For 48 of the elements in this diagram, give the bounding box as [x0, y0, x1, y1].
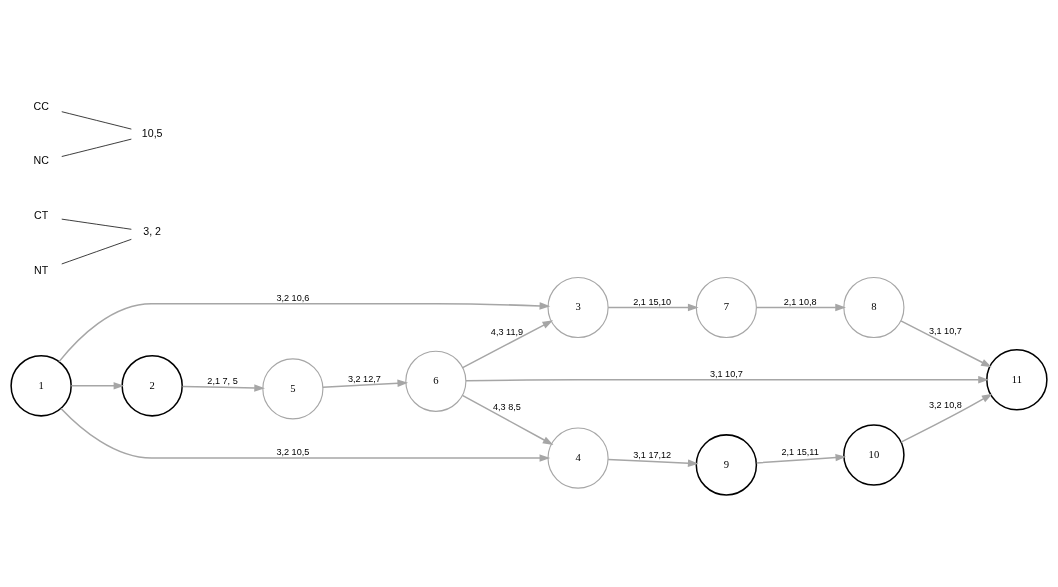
arrow	[607, 303, 699, 311]
node-text: NC	[33, 153, 49, 166]
connector	[61, 218, 132, 230]
edge-label: 4,3 8,5	[493, 401, 521, 412]
node-circle: 3	[547, 276, 609, 338]
node-text: 10,5	[141, 126, 163, 139]
node-circle: 10	[843, 423, 905, 486]
connector	[61, 110, 132, 129]
edge-label: 3,1 17,12	[633, 449, 672, 460]
arrow	[181, 383, 265, 392]
arrow	[755, 303, 846, 311]
node-circle: 4	[547, 426, 609, 489]
edge-label: 2,1 7, 5	[207, 375, 238, 386]
arrow	[60, 407, 551, 462]
node-circle: 5	[262, 357, 324, 419]
node-circle: 7	[695, 276, 757, 338]
node-text: 3, 2	[143, 224, 162, 237]
edge-label: 2,1 15,10	[633, 296, 672, 307]
edge-label: 3,2 10,6	[276, 292, 310, 303]
edge-label: 4,3 11,9	[490, 326, 524, 337]
edge-label: 3,2 10,8	[928, 399, 962, 410]
node-text: NT	[34, 263, 49, 276]
node-circle: 2	[121, 354, 183, 417]
arrow	[465, 375, 989, 383]
connector	[61, 238, 132, 264]
node-circle: 1	[10, 354, 72, 417]
arrow	[58, 301, 551, 362]
edge-label: 3,1 10,7	[928, 325, 962, 336]
node-circle: 9	[695, 433, 758, 496]
edge-label: 2,1 15,11	[781, 446, 819, 457]
arrow	[900, 393, 993, 443]
node-circle: 11	[986, 348, 1048, 411]
arrow	[322, 379, 409, 388]
edge-label: 3,2 10,5	[276, 446, 310, 457]
node-circle: 6	[405, 350, 467, 412]
node-text: CT	[34, 208, 49, 221]
arrow	[607, 458, 699, 467]
arrow	[755, 453, 847, 464]
arrow	[900, 319, 992, 367]
arrow	[461, 394, 554, 445]
edge-label: 2,1 10,8	[783, 296, 817, 307]
connector	[61, 138, 132, 157]
arrow	[70, 381, 125, 390]
node-text: CC	[33, 99, 49, 112]
arrow	[461, 319, 554, 368]
edge-label: 3,1 10,7	[709, 368, 743, 379]
edge-label: 3,2 12,7	[347, 373, 381, 384]
node-circle: 8	[843, 276, 905, 338]
